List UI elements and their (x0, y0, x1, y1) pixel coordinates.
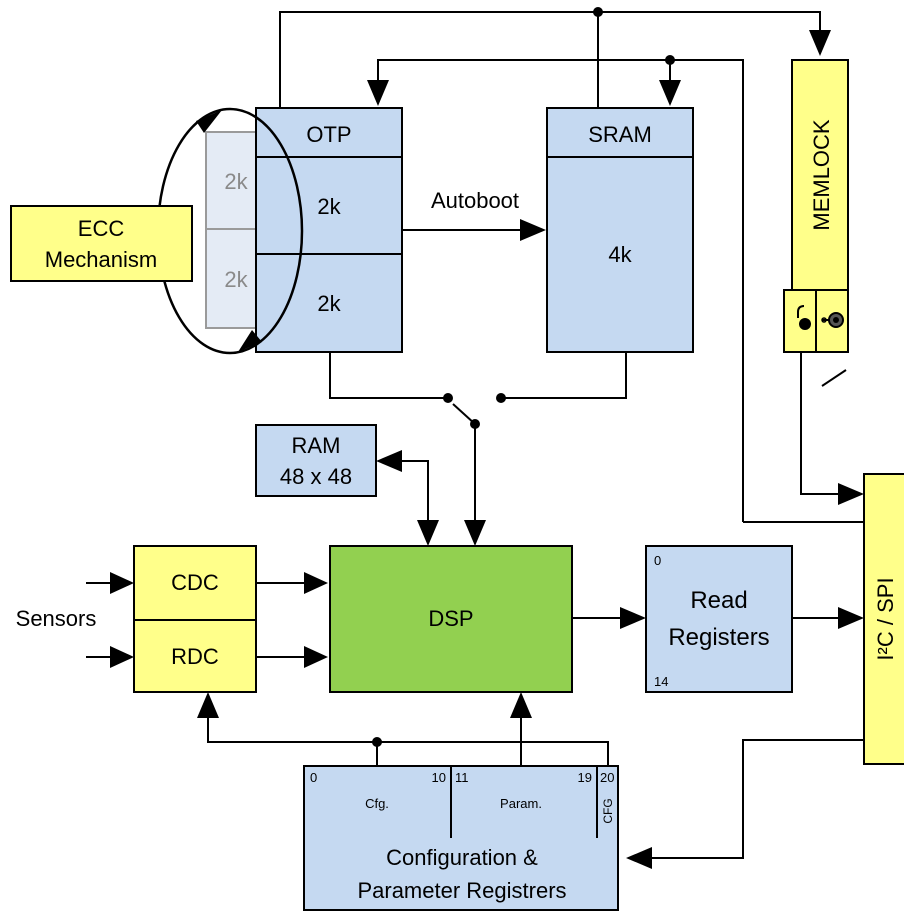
ram-label-line2: 48 x 48 (280, 464, 352, 489)
read-registers-box (645, 545, 793, 693)
junction-dot (593, 7, 603, 17)
otp-outline (255, 107, 403, 353)
read-registers-label-line2: Registers (668, 624, 769, 651)
read-registers-first-index: 0 (654, 553, 661, 568)
switch-contact-dot (443, 393, 453, 403)
arrowhead (238, 330, 262, 352)
arrowhead (838, 483, 864, 505)
config-feedback-line (207, 714, 609, 766)
dsp-box (329, 545, 573, 693)
arrowhead (110, 572, 134, 594)
ram-label-line1: RAM (292, 433, 341, 458)
dsp-label: DSP (428, 606, 473, 631)
memlock-label: MEMLOCK (809, 119, 834, 231)
arrowhead (626, 847, 652, 869)
memlock-switch-lever (821, 369, 847, 387)
ram-box (255, 424, 377, 497)
arrowhead (376, 450, 402, 472)
interface-config-line (648, 739, 863, 859)
otp-upper-size: 2k (317, 194, 341, 219)
sram-outline (546, 107, 694, 353)
ctrl-field-label: CFG (601, 798, 615, 823)
arrowhead (620, 607, 646, 629)
param-end-index: 19 (578, 770, 592, 785)
ecc-label-line2: Mechanism (45, 247, 157, 272)
arrowhead (196, 110, 222, 133)
config-registers-block: 0 10 Cfg. 11 19 Param. 20 CFG Configurat… (303, 765, 619, 911)
sensors-label: Sensors (16, 606, 97, 631)
arrowhead (197, 692, 219, 718)
interface-block: I²C / SPI (863, 473, 904, 765)
rdc-label: RDC (171, 644, 219, 669)
arrowhead (110, 646, 134, 668)
otp-lower-size: 2k (317, 291, 341, 316)
read-registers-last-index: 14 (654, 674, 668, 689)
arrowhead (809, 30, 831, 56)
cdc-label: CDC (171, 570, 219, 595)
cfg-start-index: 0 (310, 770, 317, 785)
otp-block: OTP 2k 2k (255, 107, 403, 353)
lock-open-icon (797, 305, 811, 330)
sram-size: 4k (608, 242, 632, 267)
rdc-box (133, 619, 257, 693)
arrowhead (464, 520, 486, 546)
ecc-copy-upper-size: 2k (224, 169, 248, 194)
read-registers-block: 0 14 Read Registers (645, 545, 793, 693)
cdc-block: CDC (133, 545, 257, 621)
ram-dsp-line (402, 460, 429, 526)
cdc-box (133, 545, 257, 621)
dsp-block: DSP (329, 545, 573, 693)
arrowhead (510, 692, 532, 718)
arrowhead (838, 607, 864, 629)
ecc-copy-block: 2k 2k (205, 131, 259, 329)
arrowhead (659, 80, 681, 106)
otp-title: OTP (306, 122, 351, 147)
ram-block: RAM 48 x 48 (255, 424, 377, 497)
lock-closed-icon (821, 312, 844, 328)
ecc-copy-lower-size: 2k (224, 267, 248, 292)
arrowhead (367, 80, 389, 106)
interface-label: I²C / SPI (873, 577, 898, 660)
ecc-label-line1: ECC (78, 216, 125, 241)
arrowhead (417, 520, 439, 546)
interface-box (863, 473, 904, 765)
sram-out-line (501, 352, 627, 399)
ecc-copy-lower (205, 228, 259, 329)
arrowhead (304, 572, 328, 594)
cfg-end-index: 10 (432, 770, 446, 785)
arrowhead (520, 219, 546, 241)
otp-out-line (329, 352, 448, 399)
cfg-field-label: Cfg. (365, 796, 389, 811)
ctrl-field-index: 20 (600, 770, 614, 785)
memlock-box (791, 59, 849, 291)
junction-dot (665, 55, 675, 65)
read-registers-label-line1: Read (690, 587, 747, 614)
config-registers-label-line2: Parameter Registrers (357, 878, 566, 903)
param-field-label: Param. (500, 796, 542, 811)
ecc-mechanism-block: ECC Mechanism (10, 205, 193, 282)
config-registers-label-line1: Configuration & (386, 845, 538, 870)
switch-contact-dot (496, 393, 506, 403)
autoboot-label: Autoboot (431, 188, 519, 213)
ecc-box (10, 205, 193, 282)
param-start-index: 11 (455, 770, 469, 785)
write-bus-line (377, 59, 744, 522)
rdc-block: RDC (133, 619, 257, 693)
connections (86, 7, 864, 869)
junction-dot (372, 737, 382, 747)
config-registers-box (303, 765, 619, 911)
memlock-interface-line (800, 352, 840, 495)
arrowhead (304, 646, 328, 668)
sram-block: SRAM 4k (546, 107, 694, 353)
sram-title: SRAM (588, 122, 652, 147)
memlock-block: MEMLOCK (783, 59, 849, 353)
